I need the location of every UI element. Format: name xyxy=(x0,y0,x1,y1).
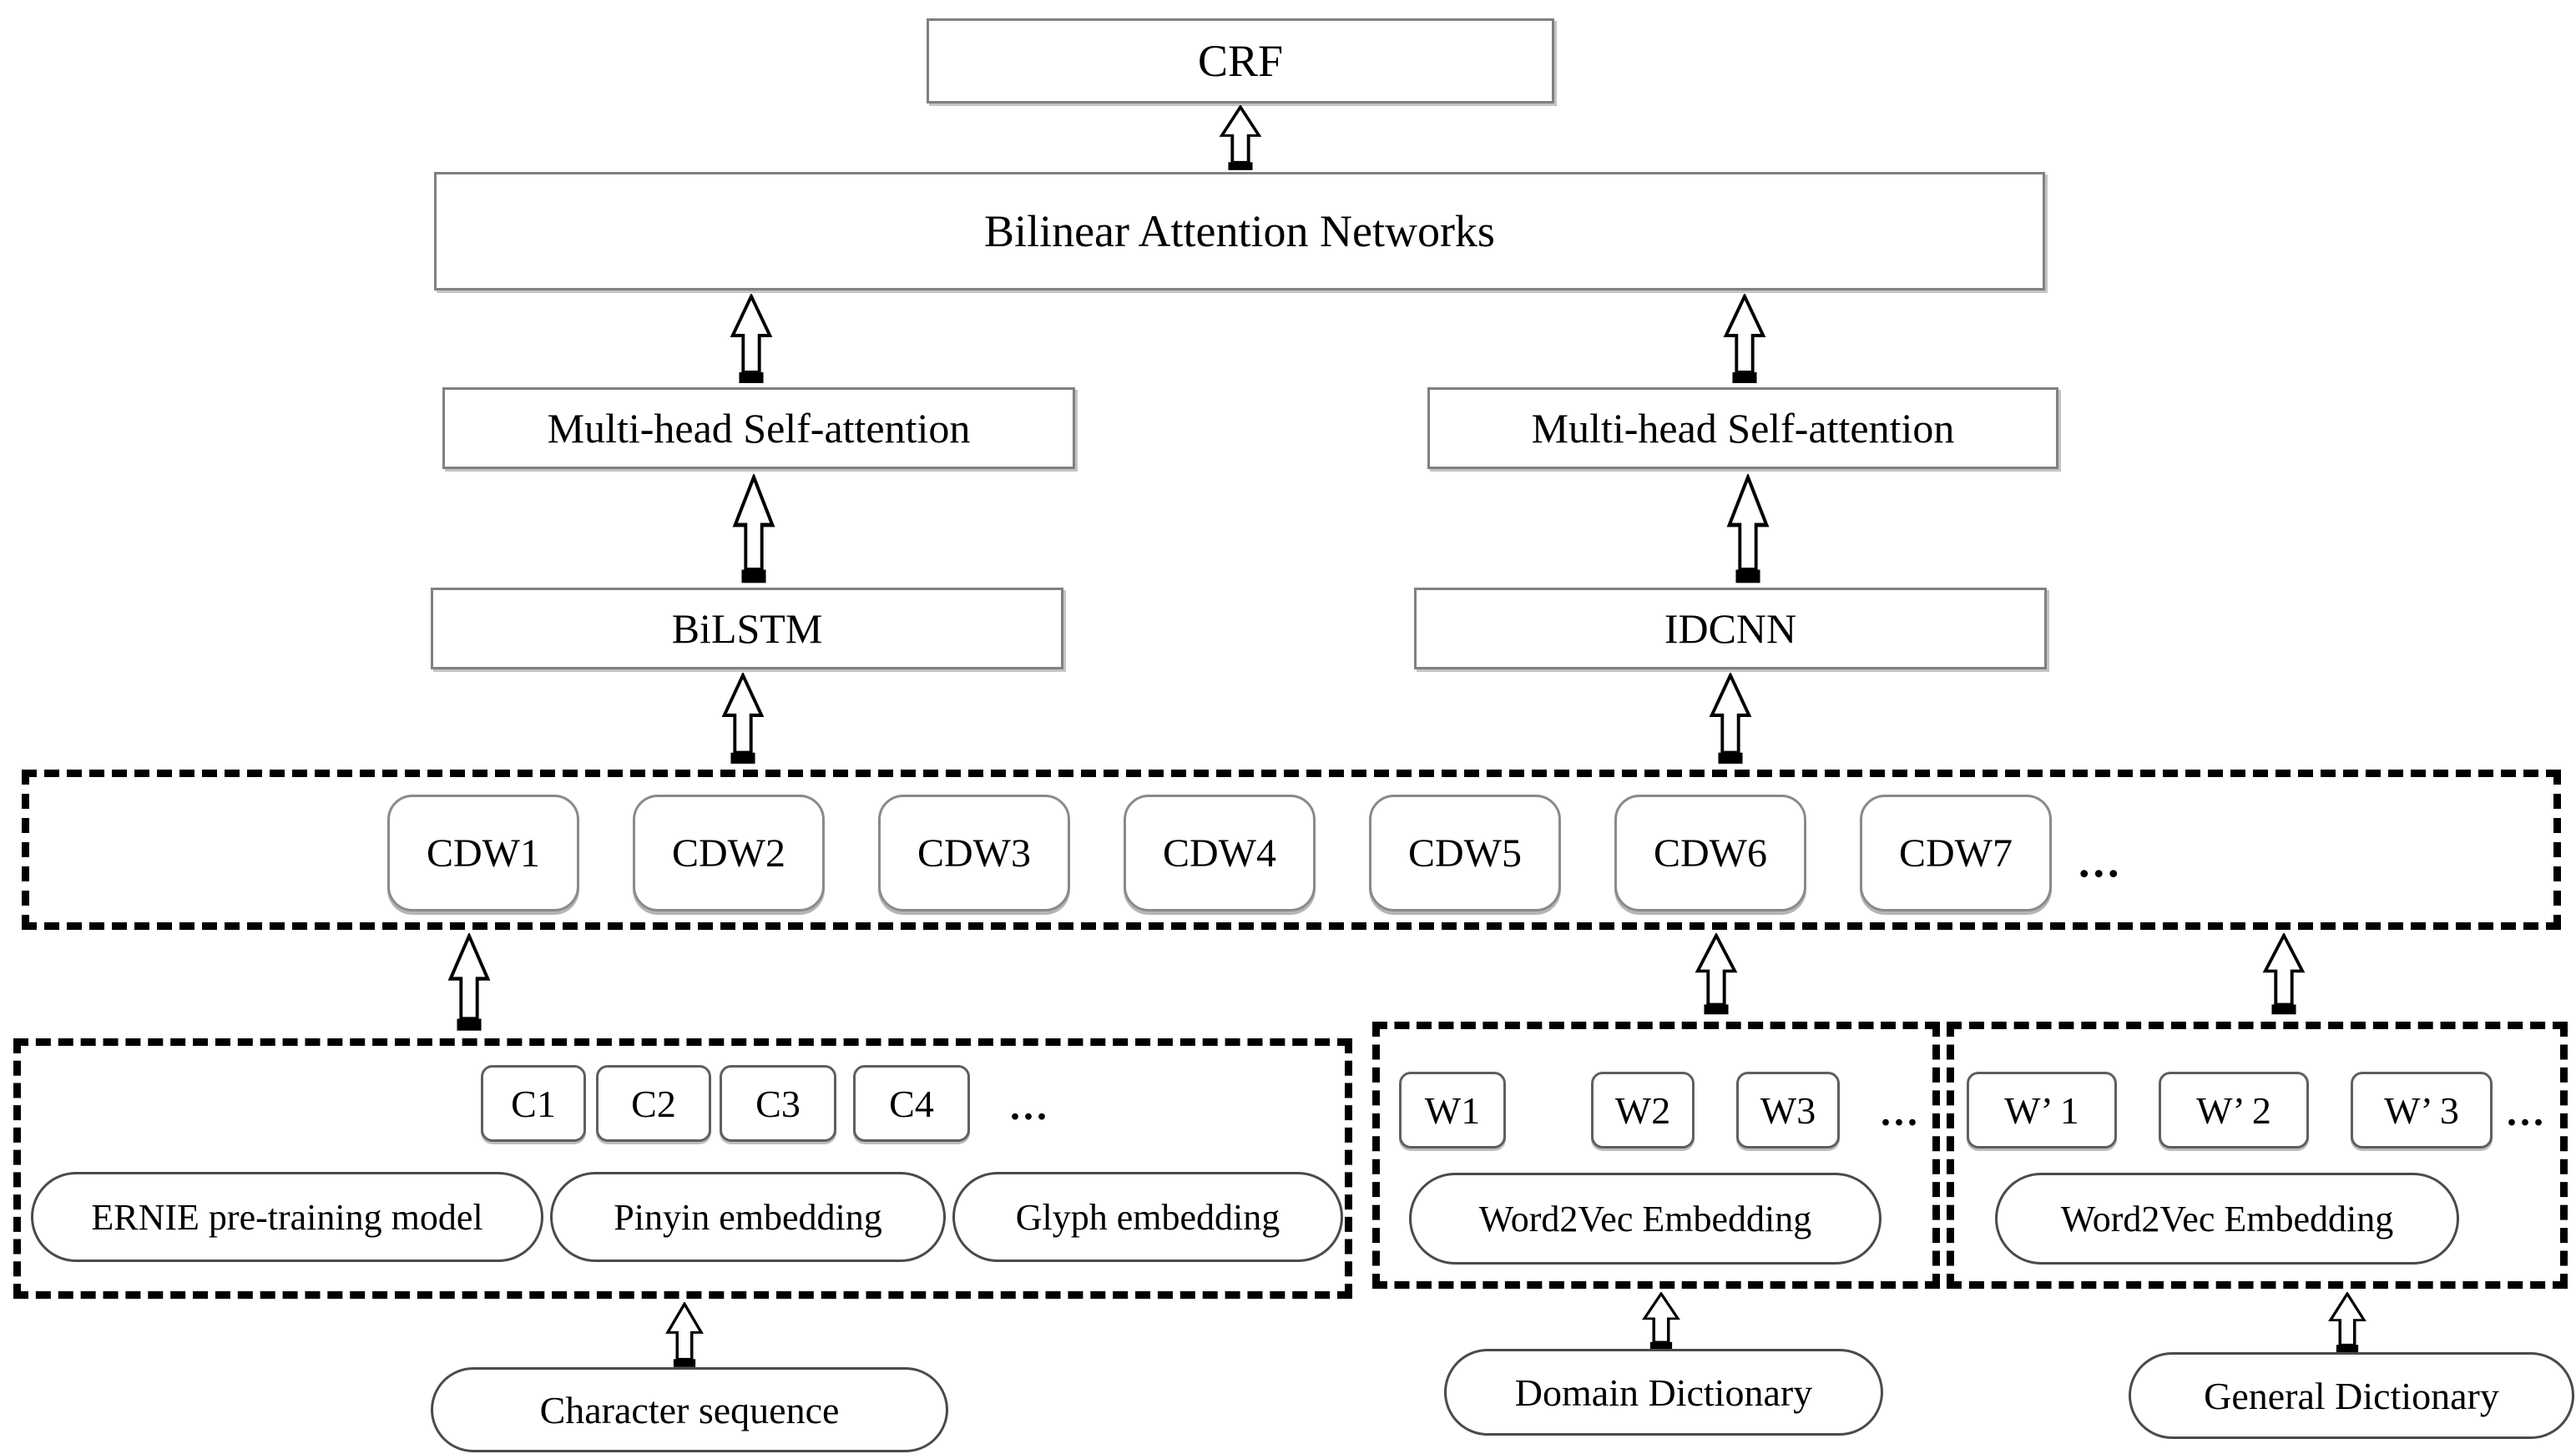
up-arrow-icon xyxy=(447,933,491,1031)
w-token-2: W2 xyxy=(1591,1072,1695,1149)
character-sequence-node: Character sequence xyxy=(431,1367,948,1452)
wprime-token-1: W’ 1 xyxy=(1967,1072,2117,1149)
wprime-token-3: W’ 3 xyxy=(2351,1072,2493,1149)
cdw-token-1: CDW1 xyxy=(387,795,579,911)
up-arrow-icon xyxy=(1642,1292,1680,1350)
general-ellipsis: ... xyxy=(2507,1090,2547,1134)
up-arrow-icon xyxy=(2262,933,2306,1015)
up-arrow-icon xyxy=(1726,474,1770,583)
domain-ellipsis: ... xyxy=(1881,1090,1921,1134)
domain-word2vec-node: Word2Vec Embedding xyxy=(1409,1173,1881,1265)
cdw-token-5: CDW5 xyxy=(1369,795,1561,911)
cdw-ellipsis: ... xyxy=(2078,836,2123,886)
character-branch-group: C1 C2 C3 C4 ... ERNIE pre-training model… xyxy=(13,1038,1352,1299)
w-token-1: W1 xyxy=(1399,1072,1506,1149)
cdw-row-group: CDW1 CDW2 CDW3 CDW4 CDW5 CDW6 CDW7 ... xyxy=(22,770,2561,930)
up-arrow-icon xyxy=(1723,294,1766,383)
bilinear-attention-node: Bilinear Attention Networks xyxy=(434,172,2045,290)
char-token-2: C2 xyxy=(596,1065,711,1142)
glyph-embedding-node: Glyph embedding xyxy=(952,1172,1343,1262)
general-word2vec-node: Word2Vec Embedding xyxy=(1995,1173,2459,1265)
domain-dictionary-node: Domain Dictionary xyxy=(1444,1349,1883,1436)
char-token-4: C4 xyxy=(853,1065,970,1142)
domain-branch-group: W1 W2 W3 ... Word2Vec Embedding xyxy=(1372,1022,1940,1289)
mhsa-left-node: Multi-head Self-attention xyxy=(442,387,1075,469)
char-token-1: C1 xyxy=(481,1065,586,1142)
idcnn-node: IDCNN xyxy=(1414,588,2047,669)
crf-node: CRF xyxy=(927,18,1554,103)
char-token-3: C3 xyxy=(720,1065,836,1142)
ernie-embedding-node: ERNIE pre-training model xyxy=(31,1172,543,1262)
cdw-token-7: CDW7 xyxy=(1860,795,2052,911)
up-arrow-icon xyxy=(2328,1292,2366,1352)
bilstm-node: BiLSTM xyxy=(431,588,1063,669)
mhsa-right-node: Multi-head Self-attention xyxy=(1427,387,2058,469)
up-arrow-icon xyxy=(1709,673,1752,764)
up-arrow-icon xyxy=(665,1302,704,1367)
up-arrow-icon xyxy=(1219,105,1262,170)
up-arrow-icon xyxy=(732,474,775,583)
up-arrow-icon xyxy=(1695,933,1738,1015)
general-dictionary-node: General Dictionary xyxy=(2129,1352,2574,1439)
up-arrow-icon xyxy=(730,294,773,383)
char-ellipsis: ... xyxy=(1010,1084,1050,1128)
w-token-3: W3 xyxy=(1736,1072,1840,1149)
wprime-token-2: W’ 2 xyxy=(2159,1072,2309,1149)
pinyin-embedding-node: Pinyin embedding xyxy=(550,1172,946,1262)
cdw-token-4: CDW4 xyxy=(1124,795,1316,911)
cdw-token-6: CDW6 xyxy=(1614,795,1806,911)
cdw-token-2: CDW2 xyxy=(633,795,825,911)
cdw-token-3: CDW3 xyxy=(878,795,1070,911)
general-branch-group: W’ 1 W’ 2 W’ 3 ... Word2Vec Embedding xyxy=(1947,1022,2568,1289)
up-arrow-icon xyxy=(721,673,765,764)
